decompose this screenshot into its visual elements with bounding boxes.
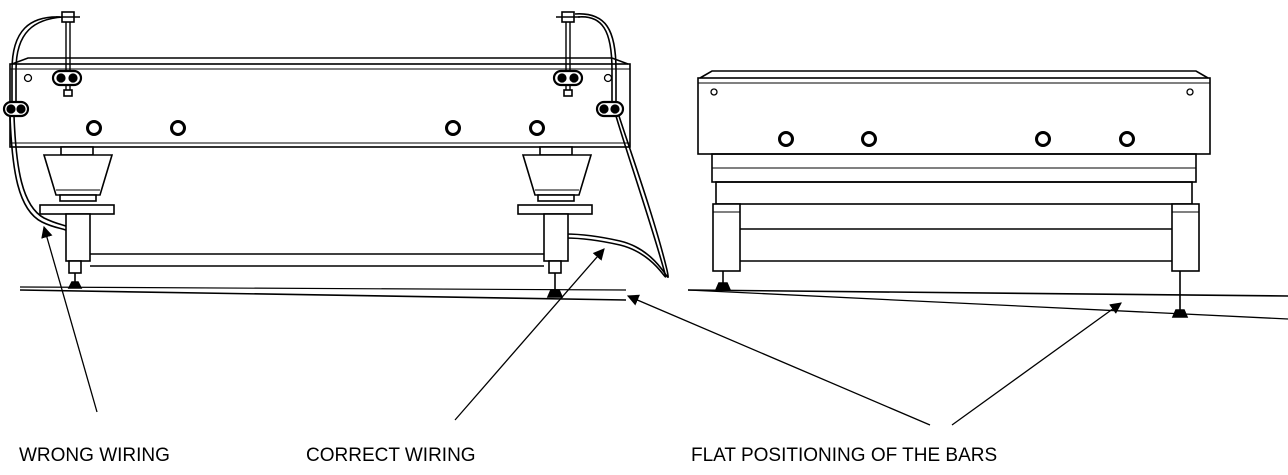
floor-line-left: [19, 289, 627, 301]
bolt-5: [778, 131, 794, 147]
bolt-2: [170, 120, 186, 136]
bolt-1: [86, 120, 102, 136]
arrow-flat-right: [951, 302, 1122, 426]
foot-right: [1171, 203, 1200, 318]
wrong-wiring-caption: WRONG WIRING: [19, 445, 170, 466]
load-cell-right: [517, 146, 593, 298]
arrow-flat-left: [626, 294, 931, 426]
load-cell-left: [39, 146, 544, 289]
platform-top-left: [11, 57, 629, 65]
leader-lines: [41, 225, 1122, 426]
flat-positioning-caption: FLAT POSITIONING OF THE BARS: [691, 445, 998, 466]
bolt-8: [1119, 131, 1135, 147]
cable-clamp: [2, 69, 625, 118]
left-scale: [2, 11, 669, 301]
floor-line-right: [687, 289, 1288, 297]
platform-top-right: [699, 70, 1209, 79]
bolt-7: [1035, 131, 1051, 147]
bolt-6: [861, 131, 877, 147]
correct-wiring-caption: CORRECT WIRING: [306, 445, 476, 466]
bolt-3: [445, 120, 461, 136]
wiring-cables: [9, 13, 669, 278]
arrow-wrong-wiring: [41, 225, 98, 413]
bolt-4: [529, 120, 545, 136]
foot-left: [712, 203, 741, 291]
right-scale: [687, 70, 1288, 320]
top-bolt-right: [556, 11, 580, 97]
arrow-correct-wiring: [454, 248, 605, 421]
